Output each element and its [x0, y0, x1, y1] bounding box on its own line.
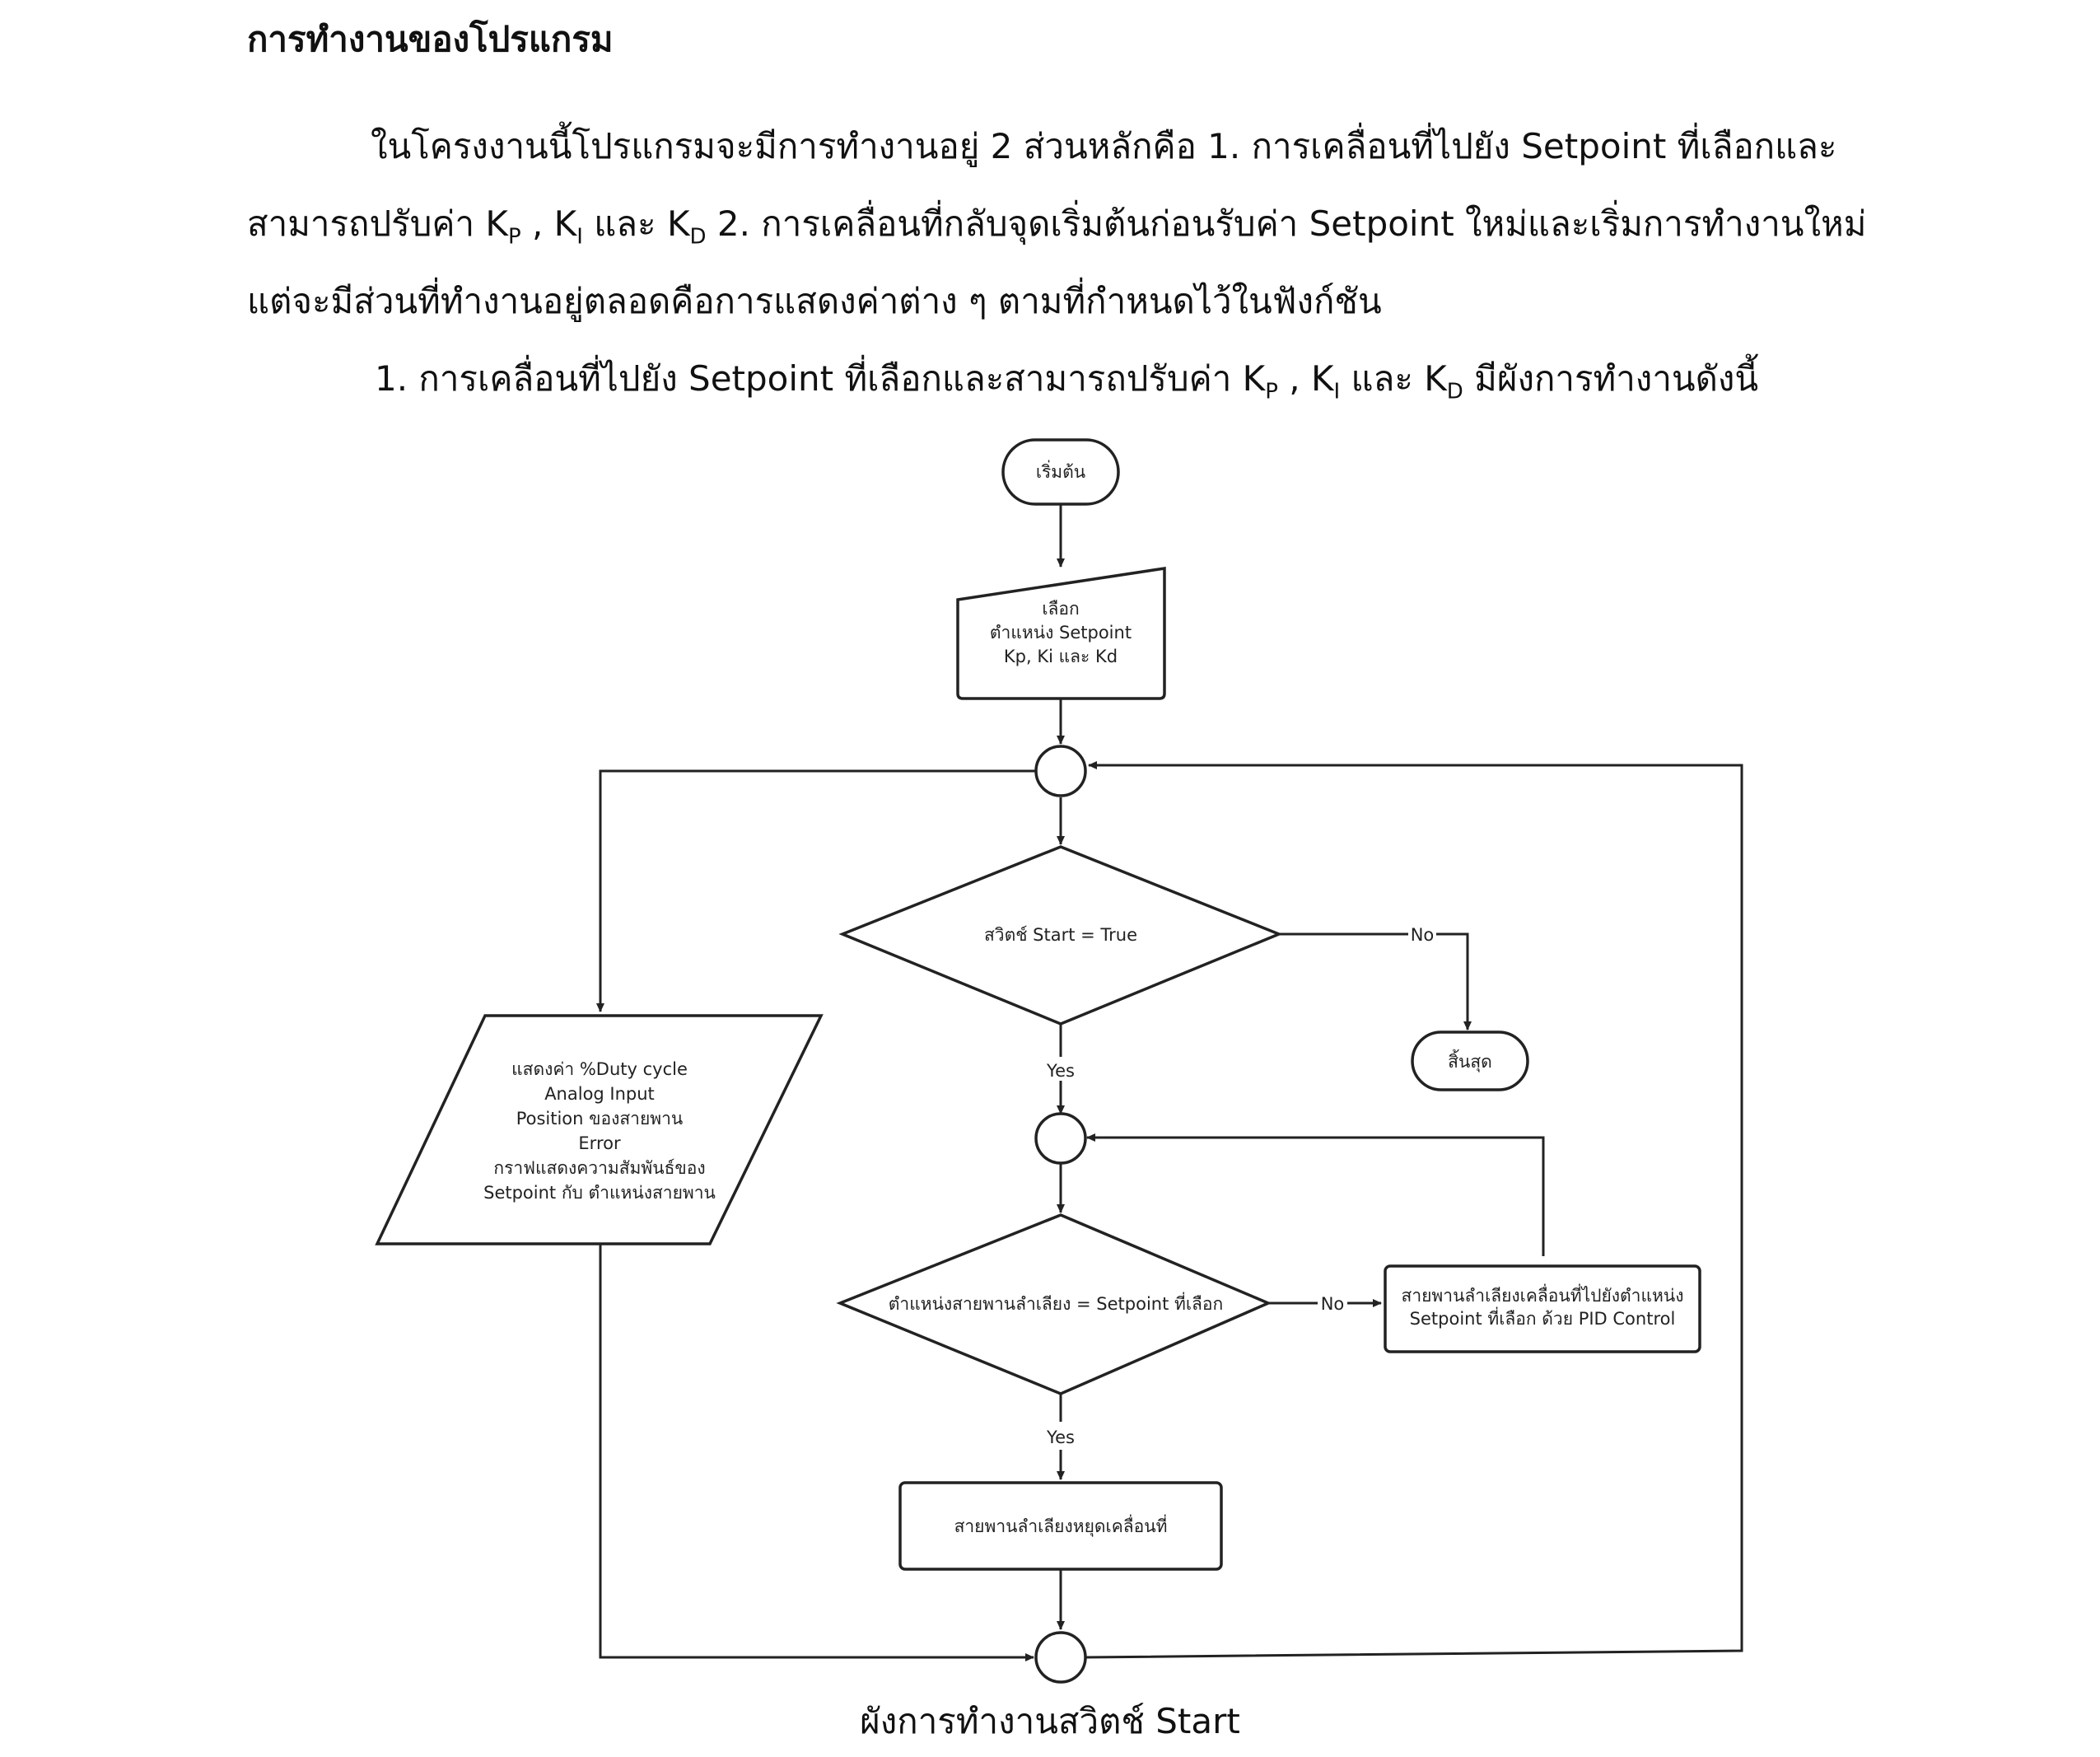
decision1-no-label: No: [1411, 925, 1435, 945]
subscript-p: P: [507, 224, 521, 250]
decision-position-check: [836, 1213, 1272, 1395]
junction-loop-top: [1034, 745, 1087, 797]
paragraph-line-3-text: แต่จะมีส่วนที่ทำงานอยู่ตลอดคือการแสดงค่า…: [247, 281, 1382, 321]
decision1-label: สวิตช์ Start = True: [984, 925, 1137, 945]
pid-label-line-1: สายพานลำเลียงเคลื่อนที่ไปยังตำแหน่ง: [1402, 1283, 1684, 1306]
start-label: เริ่มต้น: [1036, 460, 1085, 482]
input-label-line-1: เลือก: [1042, 599, 1079, 619]
list-item-1-part-a: 1. การเคลื่อนที่ไปยัง Setpoint ที่เลือกแ…: [375, 358, 1266, 399]
display-line-6: Setpoint กับ ตำแหน่งสายพาน: [483, 1183, 716, 1203]
paragraph-line-2-part-a: สามารถปรับค่า K: [247, 203, 508, 244]
subscript-i: I: [576, 224, 583, 250]
paragraph-line-2-part-c: และ K: [582, 203, 690, 244]
paragraph-line-2-part-b: , K: [520, 203, 577, 244]
subscript-d: D: [689, 224, 707, 250]
pid-process-box: [1384, 1264, 1701, 1353]
paragraph-line-1: ในโครงงานนี้โปรแกรมจะมีการทำงานอยู่ 2 ส่…: [371, 122, 1836, 171]
display-line-5: กราฟแสดงความสัมพันธ์ของ: [493, 1158, 705, 1178]
start-terminator: [1001, 438, 1120, 506]
paragraph-line-2-part-d: 2. การเคลื่อนที่กลับจุดเริ่มต้นก่อนรับค่…: [706, 203, 1867, 244]
page-title: การทำงานของโปรแกรม: [247, 19, 614, 59]
stop-label: สายพานลำเลียงหยุดเคลื่อนที่: [954, 1514, 1168, 1537]
decision2-yes-label: Yes: [1046, 1428, 1075, 1447]
manual-input-shape: [956, 566, 1166, 700]
decision2-label: ตำแหน่งสายพานลำเลียง = Setpoint ที่เลือก: [889, 1292, 1223, 1314]
figure-caption: ผังการทำงานสวิตช์ Start: [860, 1701, 1240, 1741]
junction-bottom: [1034, 1631, 1087, 1684]
list-item-1-part-b: , K: [1277, 358, 1334, 399]
decision-start-switch: [838, 845, 1283, 1026]
list-item-1-part-d: มีผังการทำงานดังนี้: [1463, 358, 1759, 399]
decision2-no-label: No: [1321, 1294, 1345, 1314]
list-item-1-part-c: และ K: [1340, 358, 1447, 399]
subscript-i: I: [1333, 379, 1341, 404]
pid-label-line-2: Setpoint ที่เลือก ด้วย PID Control: [1410, 1306, 1676, 1329]
decision1-yes-label: Yes: [1046, 1061, 1075, 1081]
display-line-3: Position ของสายพาน: [516, 1109, 684, 1128]
end-label: สิ้นสุด: [1448, 1049, 1492, 1072]
display-line-2: Analog Input: [544, 1084, 655, 1104]
connector-decision1-no-to-end: [1436, 932, 1472, 1030]
paragraph-line-3: แต่จะมีส่วนที่ทำงานอยู่ตลอดคือการแสดงค่า…: [247, 277, 1382, 326]
input-label-line-2: ตำแหน่ง Setpoint: [990, 623, 1132, 643]
connector-pid-to-junction: [1086, 1133, 1545, 1256]
junction-loop-middle: [1034, 1112, 1087, 1165]
end-terminator: [1411, 1030, 1529, 1091]
list-item-1: 1. การเคลื่อนที่ไปยัง Setpoint ที่เลือกแ…: [375, 354, 1758, 416]
display-line-4: Error: [578, 1133, 621, 1153]
connector-loop-to-junction: [1085, 761, 1743, 1659]
input-label-line-3: Kp, Ki และ Kd: [1004, 647, 1118, 666]
stop-process-box: [898, 1481, 1223, 1571]
paragraph-line-1-text: ในโครงงานนี้โปรแกรมจะมีการทำงานอยู่ 2 ส่…: [371, 126, 1837, 166]
display-line-1: แสดงค่า %Duty cycle: [511, 1059, 688, 1079]
connector-junction-to-display: [596, 769, 1036, 1012]
subscript-d: D: [1446, 379, 1463, 404]
subscript-p: P: [1265, 379, 1278, 404]
paragraph-line-2: สามารถปรับค่า KP , KI และ KD 2. การเคลื่…: [247, 199, 1866, 261]
connector-display-to-junction: [599, 1244, 1034, 1661]
display-parallelogram: [375, 1014, 824, 1245]
